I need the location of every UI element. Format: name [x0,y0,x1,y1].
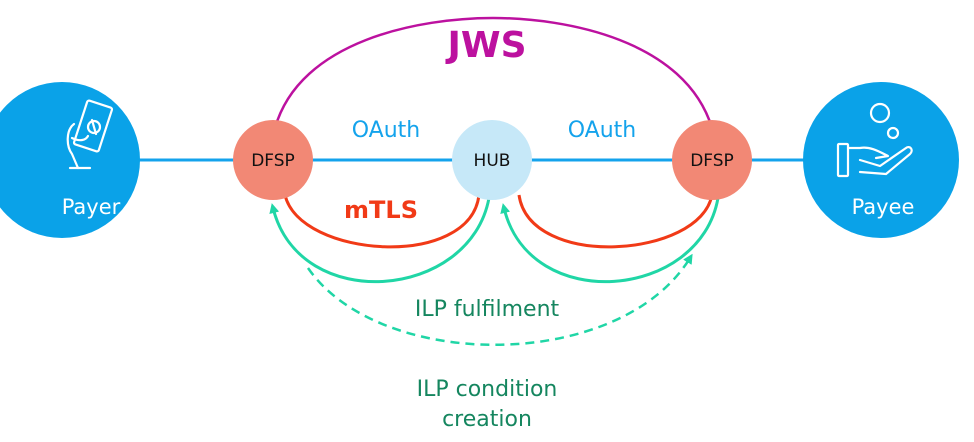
oauth-right-label: OAuth [568,118,637,143]
payer-node: Payer [0,82,140,238]
dfsp-right-label: DFSP [690,151,734,171]
dfsp-left-node: DFSP [233,120,313,200]
payee-node: Payee [803,82,959,238]
dfsp-right-node: DFSP [672,120,752,200]
ilp-fulfilment-arrow-left [269,197,491,284]
payer-label: Payer [62,195,121,219]
jws-arc [273,16,714,129]
mtls-label: mTLS [344,196,418,224]
mtls-arc-right [517,194,714,249]
hub-label: HUB [474,151,511,171]
ilp-fulfilment-arrow-right [500,197,720,284]
ilp-condition-label-line2: creation [442,407,532,432]
dfsp-left-label: DFSP [251,151,295,171]
ilp-condition-label-line1: ILP condition [417,377,558,402]
jws-label: JWS [444,25,526,66]
hand-receiving-coins-icon [836,102,913,178]
payee-label: Payee [852,195,915,219]
oauth-left-label: OAuth [352,118,421,143]
hub-node: HUB [452,120,532,200]
ilp-fulfilment-label: ILP fulfilment [415,297,560,322]
mtls-arc-left [283,194,481,249]
ilp-condition-arrow [306,253,693,347]
hand-holding-bill-icon [66,99,114,170]
